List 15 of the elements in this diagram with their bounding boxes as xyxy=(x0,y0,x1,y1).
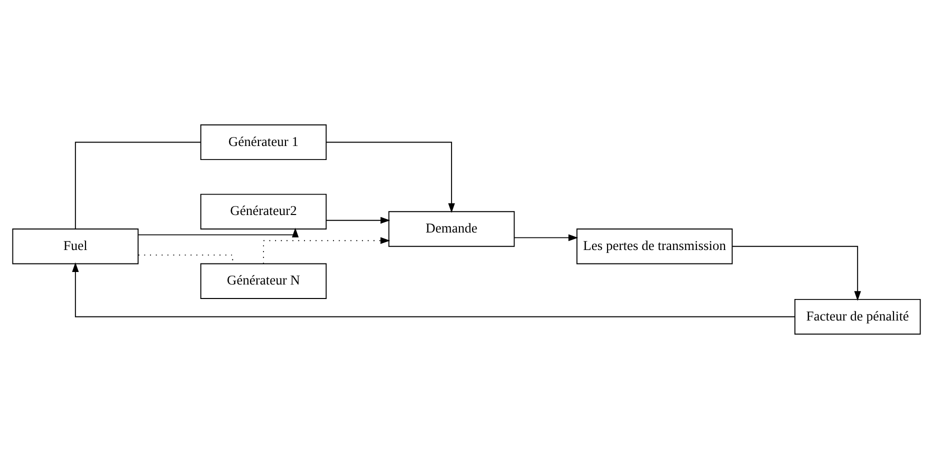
arrow xyxy=(326,141,455,212)
node-box: Les pertes de transmission xyxy=(576,228,733,264)
arrow xyxy=(72,262,796,317)
node-box: Générateur2 xyxy=(200,193,327,229)
arrow xyxy=(263,236,390,264)
arrow xyxy=(326,216,390,224)
node-box: Générateur N xyxy=(200,262,327,298)
node-box: Facteur de pénalité xyxy=(794,298,921,334)
arrow xyxy=(514,234,578,241)
connector xyxy=(74,141,202,229)
node-box: Générateur 1 xyxy=(200,124,327,160)
node-box: Demande xyxy=(388,210,515,246)
arrow xyxy=(732,245,861,300)
node-box: Fuel xyxy=(12,228,139,264)
arrow xyxy=(138,227,299,237)
